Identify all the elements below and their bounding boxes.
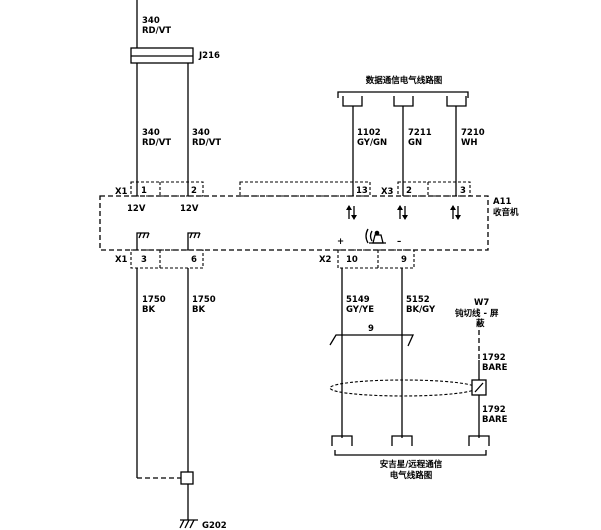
wire-1792-bottom-color: BARE (482, 415, 508, 425)
wire-5152-circuit: 5152 (406, 295, 430, 305)
pin-1: 1 (141, 186, 147, 196)
pin-3-x3: 3 (460, 186, 466, 196)
serial-data-arrows-13 (346, 205, 357, 220)
wire-7210-color: WH (461, 138, 478, 148)
voltage-12v-pin2: 12V (180, 204, 199, 214)
wire-7210-circuit: 7210 (461, 128, 485, 138)
wire-1792-top-color: BARE (482, 363, 508, 373)
pin-9: 9 (401, 255, 407, 265)
connector-x1-bottom-box (130, 249, 204, 269)
terminal-1792-bottom (468, 435, 490, 446)
mic-minus-label: – (397, 237, 401, 247)
pin-2-x3: 2 (406, 186, 412, 196)
onstar-reference-line2: 电气线路图 (390, 470, 433, 481)
wire-5152-color: BK/GY (406, 305, 436, 315)
ground-g202-icon (179, 519, 198, 529)
connector-x1-top-label: X1 (115, 187, 128, 197)
connector-x3-label: X3 (381, 187, 394, 197)
data-comm-bracket (337, 91, 469, 98)
onstar-bracket (334, 450, 487, 456)
wire-1750-left-color: BK (142, 305, 155, 315)
wire-340-right-color: RD/VT (192, 138, 221, 148)
shield-ellipse (329, 379, 477, 397)
data-comm-reference-label: 数据通信电气线路图 (366, 75, 443, 86)
wire-340-right-circuit: 340 (192, 128, 210, 138)
radio-module-a11 (99, 195, 489, 251)
terminal-5149-bottom (331, 435, 353, 446)
terminal-1102-top (342, 96, 363, 107)
w7-id-label: W7 (474, 298, 489, 308)
wire-1102-circuit: 1102 (357, 128, 381, 138)
pin-2: 2 (191, 186, 197, 196)
wire-1102-color: GY/GN (357, 138, 387, 148)
wire-340-left-circuit: 340 (142, 128, 160, 138)
wire-7211-circuit: 7211 (408, 128, 432, 138)
wire-1750-right-color: BK (192, 305, 205, 315)
wire-1792-top-circuit: 1792 (482, 353, 506, 363)
connector-13-box (239, 181, 371, 197)
pin-3: 3 (141, 255, 147, 265)
internal-ground-icon-pin6 (187, 232, 201, 250)
pin-13: 13 (356, 186, 368, 196)
ground-g202-label: G202 (202, 521, 227, 530)
serial-data-arrows-2 (397, 205, 408, 220)
terminal-7211-top (393, 96, 414, 107)
connector-x3-box (397, 181, 471, 197)
terminal-5152-bottom (391, 435, 413, 446)
wire-340-top-color: RD/VT (142, 26, 171, 36)
twisted-pair-symbol (329, 334, 415, 347)
wire-1750-right-circuit: 1750 (192, 295, 216, 305)
shield-splice-mark (474, 382, 484, 393)
wire-5149-color: GY/YE (346, 305, 374, 315)
radio-name-label: 收音机 (493, 207, 519, 218)
pin-6: 6 (191, 255, 197, 265)
microphone-icon (365, 228, 386, 244)
wire-1792-bottom-circuit: 1792 (482, 405, 506, 415)
wire-340-left-color: RD/VT (142, 138, 171, 148)
radio-id-label: A11 (493, 197, 511, 207)
onstar-reference-line1: 安吉星/远程通信 (380, 459, 443, 470)
connector-x1-bottom-label: X1 (115, 255, 128, 265)
voltage-12v-pin1: 12V (127, 204, 146, 214)
pin-10: 10 (346, 255, 358, 265)
twisted-pair-count: 9 (368, 324, 374, 334)
mic-plus-label: + (337, 237, 344, 247)
connector-x2-box (337, 249, 415, 269)
wire-5149-circuit: 5149 (346, 295, 370, 305)
splice-j216-label: J216 (198, 51, 220, 61)
wire-1750-left-circuit: 1750 (142, 295, 166, 305)
ground-splice (180, 471, 194, 485)
wire-7211-color: GN (408, 138, 422, 148)
w7-name-line2: 蔽 (476, 318, 485, 329)
internal-ground-icon-pin3 (136, 232, 150, 250)
wire-340-top-circuit: 340 (142, 16, 160, 26)
w7-name-line1: 钝切线 - 屏 (455, 308, 499, 319)
connector-x2-label: X2 (319, 255, 332, 265)
serial-data-arrows-3 (450, 205, 461, 220)
terminal-7210-top (446, 96, 467, 107)
